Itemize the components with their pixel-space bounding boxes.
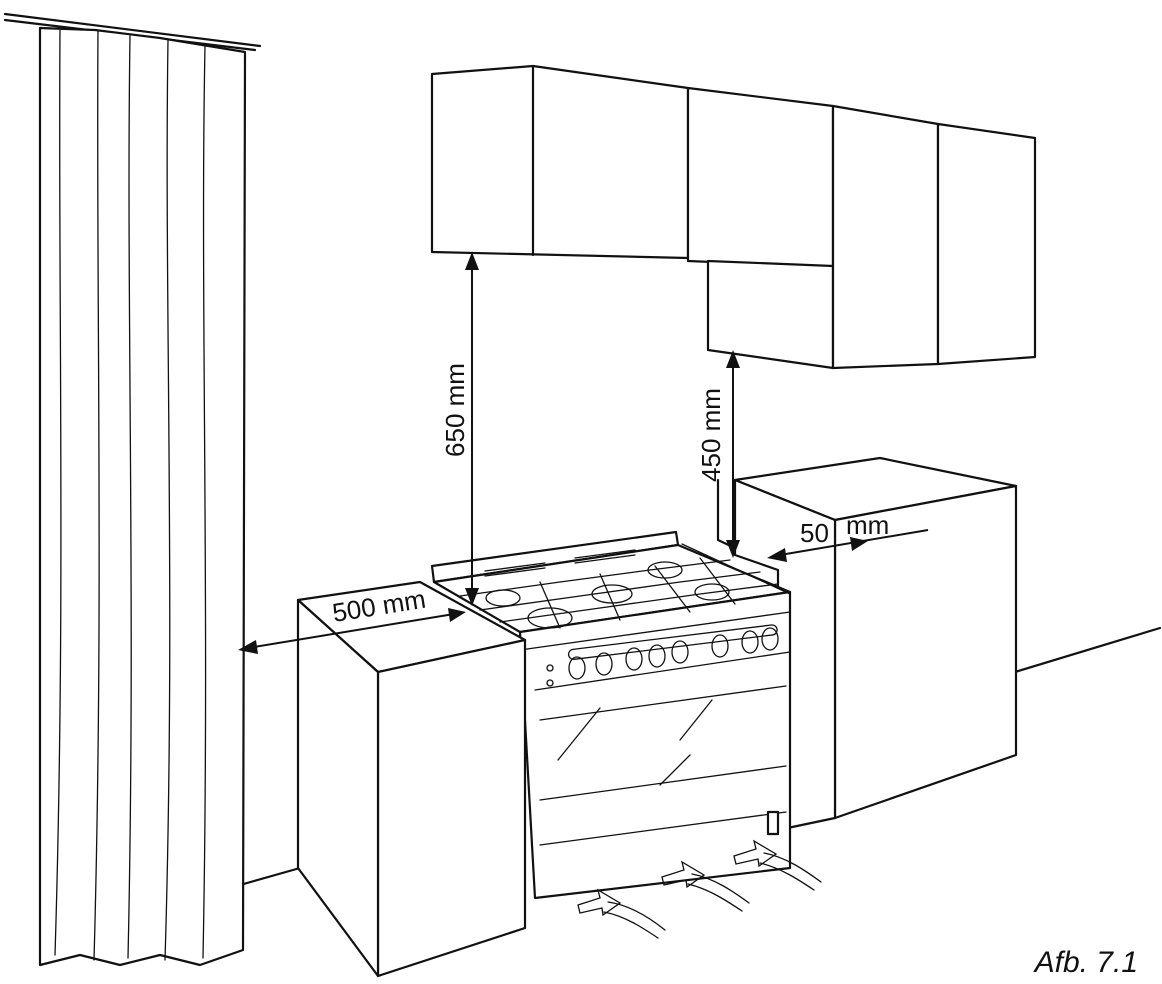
dimension-50mm: 50 mm — [767, 510, 929, 562]
left-base-cabinet — [296, 580, 527, 978]
dimension-450mm: 450 mm — [696, 350, 740, 558]
airflow-arrows — [577, 839, 822, 939]
figure-caption: Afb. 7.1 — [1033, 946, 1138, 979]
range-cooker — [430, 530, 792, 900]
dimension-650mm: 650 mm — [440, 252, 479, 606]
wall-cabinets — [430, 64, 1037, 370]
dimension-450-label: 450 mm — [696, 388, 726, 482]
curtain — [3, 12, 262, 967]
floor-line — [238, 626, 1162, 887]
right-base-cabinet — [716, 456, 1018, 832]
dimension-50-label: 50 — [800, 518, 829, 548]
dimension-50-unit: mm — [846, 510, 889, 540]
control-knobs — [546, 627, 779, 687]
dimension-650-label: 650 mm — [440, 363, 470, 457]
